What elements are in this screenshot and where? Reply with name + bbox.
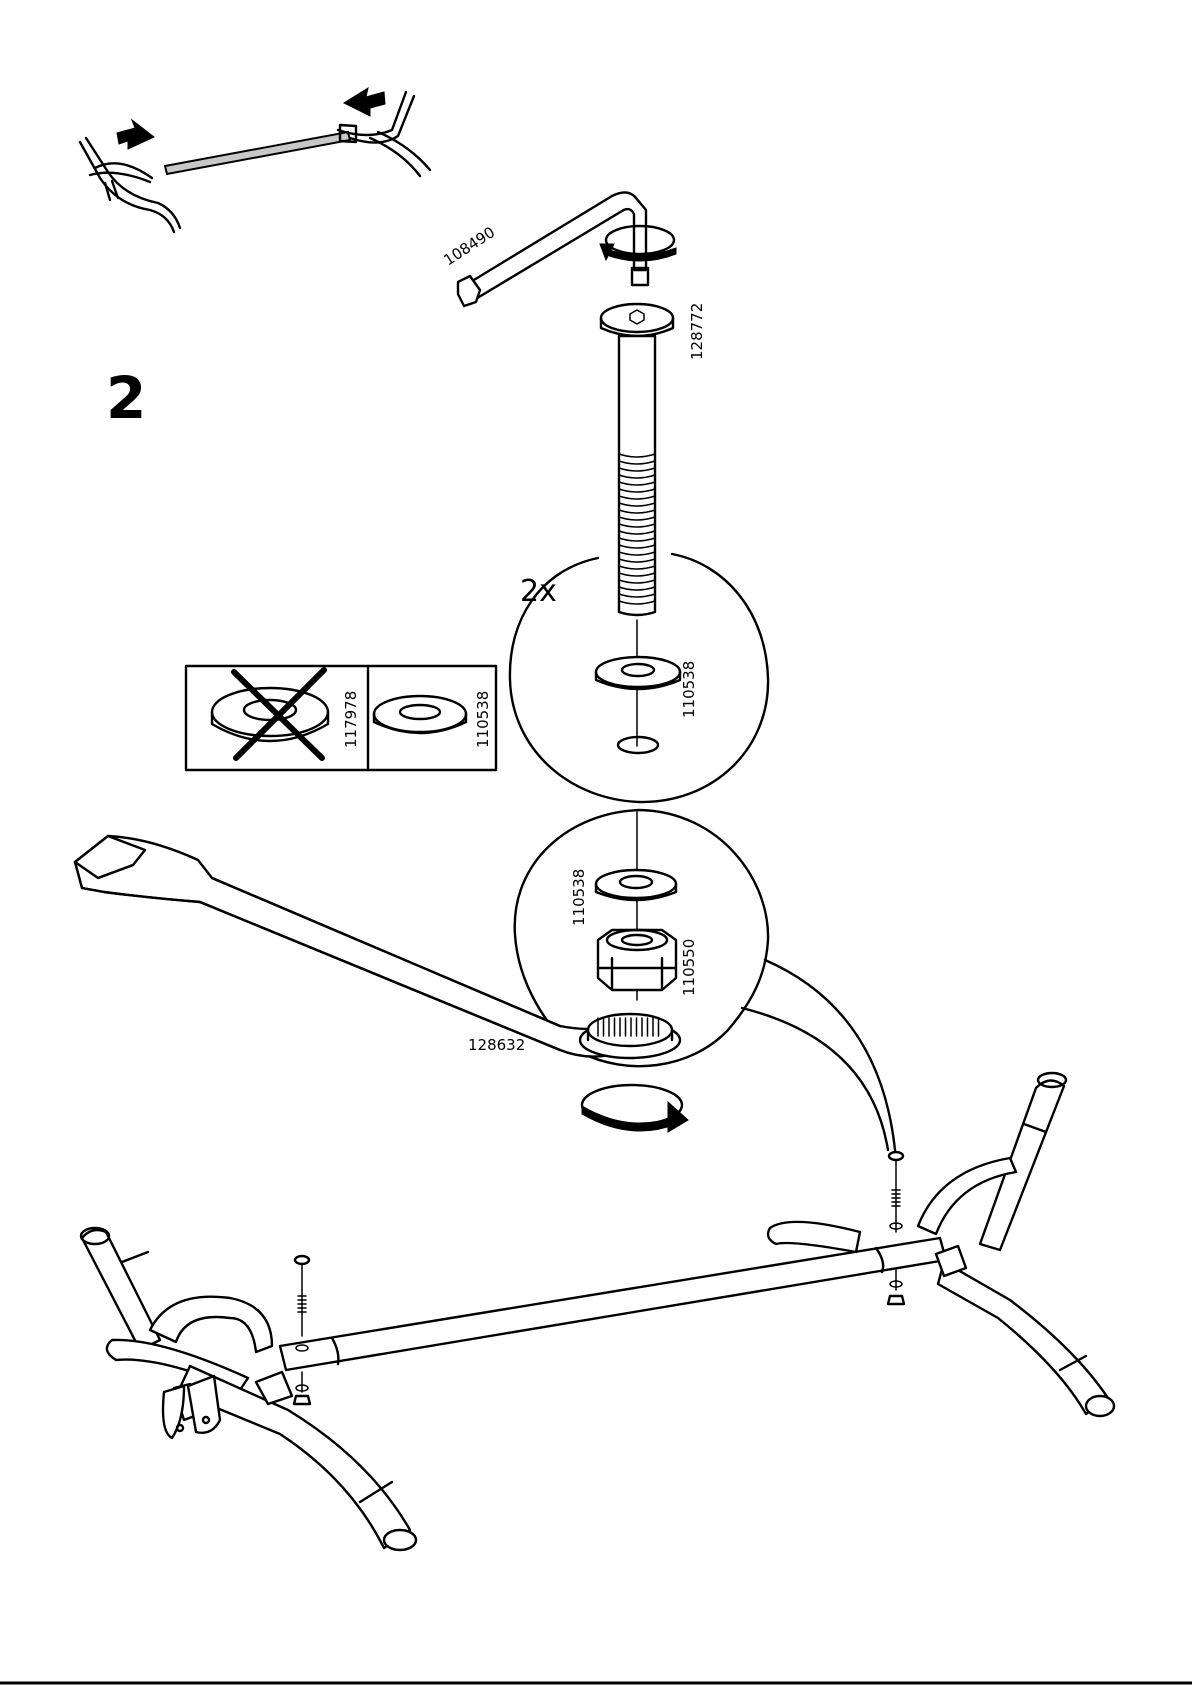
hex-key-illustration <box>458 192 676 306</box>
push-arrow-left-icon <box>344 88 385 116</box>
part-label-hex-key: 108490 <box>440 223 498 269</box>
washer-upper <box>596 657 680 689</box>
part-label-wrong-washer: 117978 <box>342 691 360 748</box>
push-arrow-right-icon <box>117 120 154 149</box>
wrong-washer <box>212 670 328 758</box>
part-label-wrench: 128632 <box>468 1036 525 1054</box>
step-number: 2 <box>106 364 146 432</box>
part-label-washer-lower: 110538 <box>570 869 588 926</box>
overview-illustration <box>80 88 430 232</box>
rotate-arrow-icon <box>582 1085 688 1132</box>
part-label-bolt: 128772 <box>688 303 706 360</box>
connecting-bar <box>280 1238 946 1370</box>
wrench <box>75 836 680 1058</box>
connecting-bar-small <box>165 132 350 174</box>
washer-comparison-box <box>186 666 496 770</box>
bolt-illustration <box>601 304 673 615</box>
part-label-nut: 110550 <box>680 939 698 996</box>
part-label-washer-upper: 110538 <box>680 661 698 718</box>
correct-washer <box>374 696 466 733</box>
part-label-correct-washer: 110538 <box>474 691 492 748</box>
washer-lower <box>596 870 676 900</box>
main-frame <box>81 1073 1114 1550</box>
nut <box>598 930 676 990</box>
